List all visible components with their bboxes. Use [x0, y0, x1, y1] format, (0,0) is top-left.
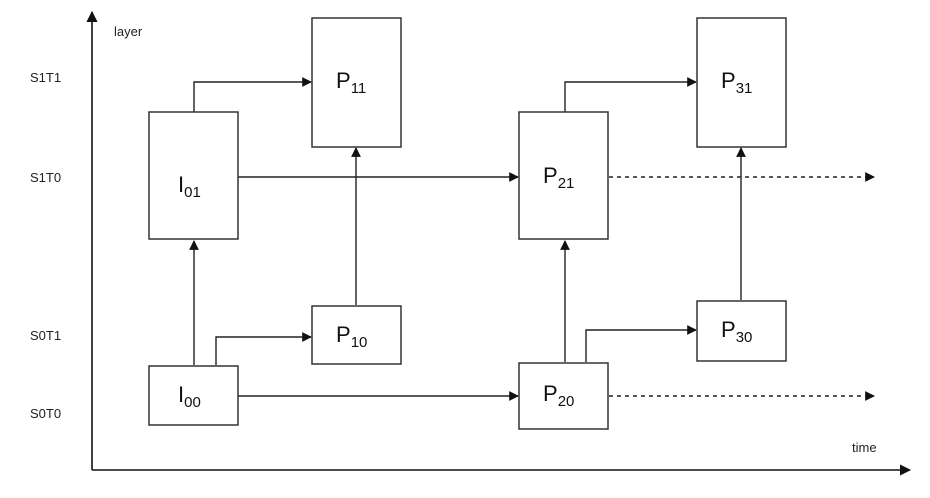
frame-p10-sub: 10: [351, 334, 368, 351]
svg-text:P20: P20: [543, 381, 574, 410]
svg-text:P21: P21: [543, 163, 574, 192]
layer-label-s0t0: S0T0: [30, 406, 61, 421]
edge-i01-to-p11: [193, 77, 312, 112]
frame-i00-base: I: [178, 382, 184, 407]
svg-text:P30: P30: [721, 317, 752, 346]
frame-p21-base: P: [543, 163, 558, 188]
frame-p10-base: P: [336, 322, 351, 347]
layer-label-s1t0: S1T0: [30, 170, 61, 185]
frame-p20: P20: [518, 362, 609, 430]
frame-i00-sub: 00: [184, 394, 201, 411]
frame-p21-sub: 21: [558, 175, 575, 192]
frame-i01-sub: 01: [184, 184, 201, 201]
svg-text:I00: I00: [178, 382, 201, 411]
svg-text:I01: I01: [178, 172, 201, 201]
frame-p20-base: P: [543, 381, 558, 406]
frame-p31-base: P: [721, 68, 736, 93]
frame-i01-base: I: [178, 172, 184, 197]
svg-text:P11: P11: [336, 68, 366, 97]
frame-p11-base: P: [336, 68, 351, 93]
frame-p31: P31: [696, 17, 787, 148]
frame-p30: P30: [696, 300, 787, 362]
frame-i01: I01: [148, 111, 239, 240]
layer-label-s1t1: S1T1: [30, 70, 61, 85]
frame-p30-base: P: [721, 317, 736, 342]
edge-i00-to-p10: [215, 332, 312, 365]
svg-text:P10: P10: [336, 322, 367, 351]
y-axis-label: layer: [114, 24, 143, 39]
edge-p21-to-p31: [564, 77, 697, 112]
frame-p11-sub: 11: [351, 80, 367, 97]
edge-p20-to-p30: [585, 325, 697, 362]
frame-p10: P10: [311, 305, 402, 365]
x-axis-label: time: [852, 440, 877, 455]
layer-label-s0t1: S0T1: [30, 328, 61, 343]
frame-p31-sub: 31: [736, 80, 753, 97]
frame-i00: I00: [148, 365, 239, 426]
svg-text:P31: P31: [721, 68, 752, 97]
frame-p11: P11: [311, 17, 402, 148]
frame-p30-sub: 30: [736, 329, 753, 346]
frame-p20-sub: 20: [558, 393, 575, 410]
frame-p21: P21: [518, 111, 609, 240]
